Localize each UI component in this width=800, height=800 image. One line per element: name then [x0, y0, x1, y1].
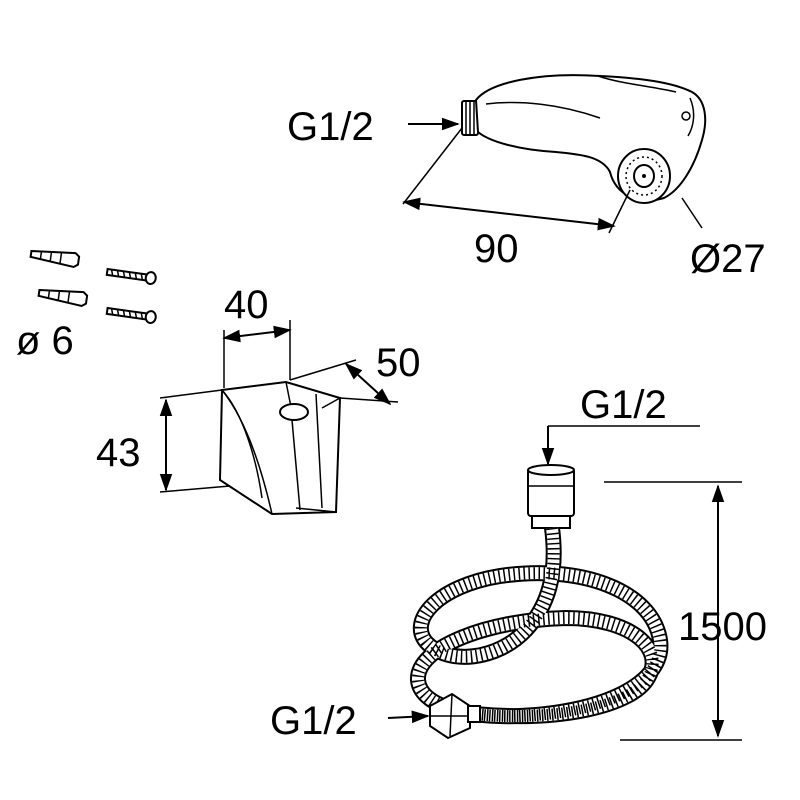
wall-plug — [37, 288, 89, 308]
hose-dimensions — [387, 425, 742, 741]
wall-plug — [29, 249, 81, 269]
hand-spray — [461, 74, 707, 204]
wall-holder — [218, 380, 342, 516]
spray-dimensions — [402, 117, 703, 234]
wall-screw — [105, 267, 157, 286]
wall-screws — [105, 267, 157, 325]
wall-screw — [105, 306, 157, 325]
spray-body — [474, 74, 707, 202]
holder-dimensions — [159, 320, 399, 493]
hose-bottom-nut — [429, 692, 481, 740]
spray-length-label: 90 — [474, 227, 519, 271]
wall-plugs — [29, 249, 89, 308]
hose-coil — [410, 526, 669, 725]
shower-hose — [410, 464, 669, 740]
holder-width-label: 40 — [224, 283, 269, 327]
hose-bottom-thread-label: G1/2 — [270, 699, 357, 743]
anchor-diameter-label: ø 6 — [16, 319, 74, 363]
hose-length-label: 1500 — [678, 605, 767, 649]
hose-top-thread-label: G1/2 — [580, 383, 667, 427]
holder-height-label: 43 — [96, 431, 141, 475]
holder-depth-label: 50 — [376, 341, 421, 385]
spray-thread-label: G1/2 — [287, 105, 374, 149]
spray-diameter-label: Ø27 — [690, 237, 766, 281]
